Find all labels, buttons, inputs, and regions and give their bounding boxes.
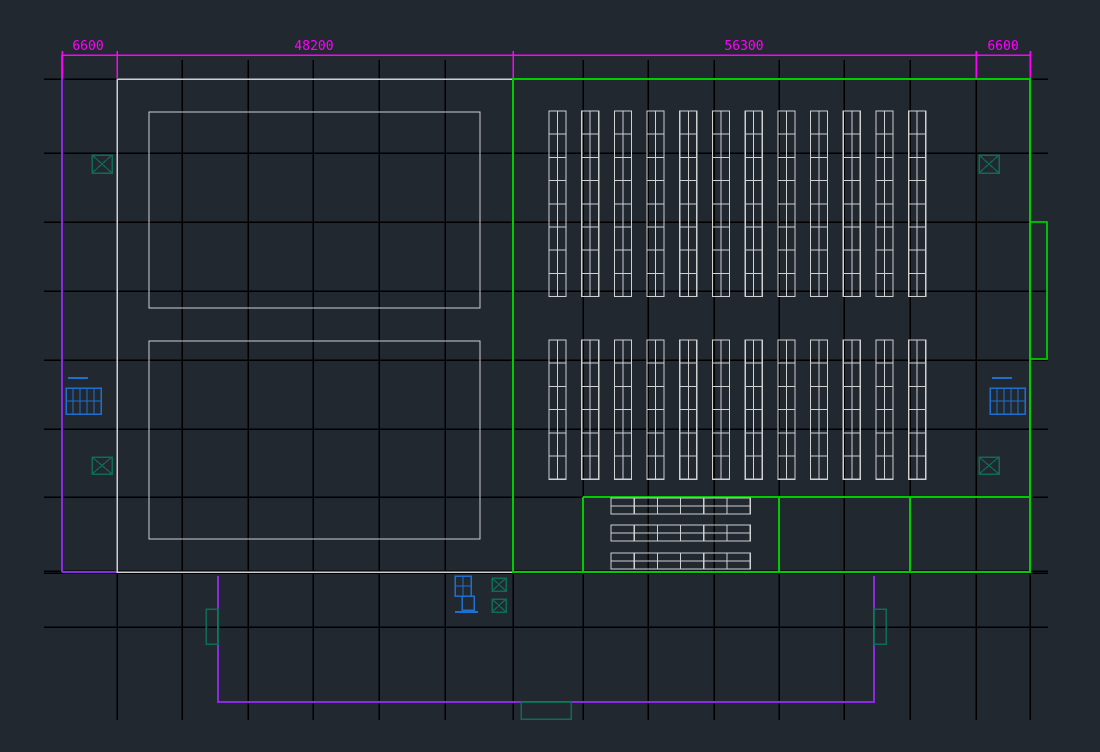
fan-unit-icon-cross — [978, 154, 1000, 174]
grid-lines — [44, 60, 1048, 720]
dimension-annotations: 6600 48200 56300 6600 — [61, 39, 1031, 78]
fan-unit-icon — [91, 456, 113, 475]
dimension-label-56300: 56300 — [724, 39, 763, 54]
fan-unit-icon-cross — [491, 577, 507, 592]
fan-unit-icon — [491, 577, 507, 592]
fan-unit-icon — [978, 456, 1000, 475]
equipment-symbols — [65, 154, 1026, 720]
fan-unit-icon-cross — [91, 154, 113, 174]
storage-racks — [548, 110, 927, 570]
fan-unit-icon-cross — [491, 598, 507, 613]
fan-unit-icon — [491, 598, 507, 613]
green-zone-side-bay — [1030, 221, 1048, 360]
dimension-label-48200: 48200 — [294, 39, 333, 54]
dimension-label-right-6600: 6600 — [987, 39, 1018, 54]
fan-unit-icon-cross — [91, 456, 113, 475]
pump-icon-base — [461, 595, 475, 611]
green-zone-outer — [512, 78, 1031, 573]
white-zone-upper-area — [148, 111, 481, 309]
fan-unit-icon — [91, 154, 113, 174]
dimension-label-left-6600: 6600 — [72, 39, 103, 54]
gate-marker-icon — [205, 608, 219, 645]
zone-boundaries — [116, 78, 1048, 573]
outline-bottom-yard — [217, 576, 875, 703]
building-outline — [61, 55, 875, 703]
white-zone-lower-area — [148, 340, 481, 540]
fan-unit-icon — [978, 154, 1000, 174]
gate-marker-icon — [873, 608, 887, 645]
fan-unit-icon-cross — [978, 456, 1000, 475]
entrance-marker-icon — [520, 701, 572, 720]
